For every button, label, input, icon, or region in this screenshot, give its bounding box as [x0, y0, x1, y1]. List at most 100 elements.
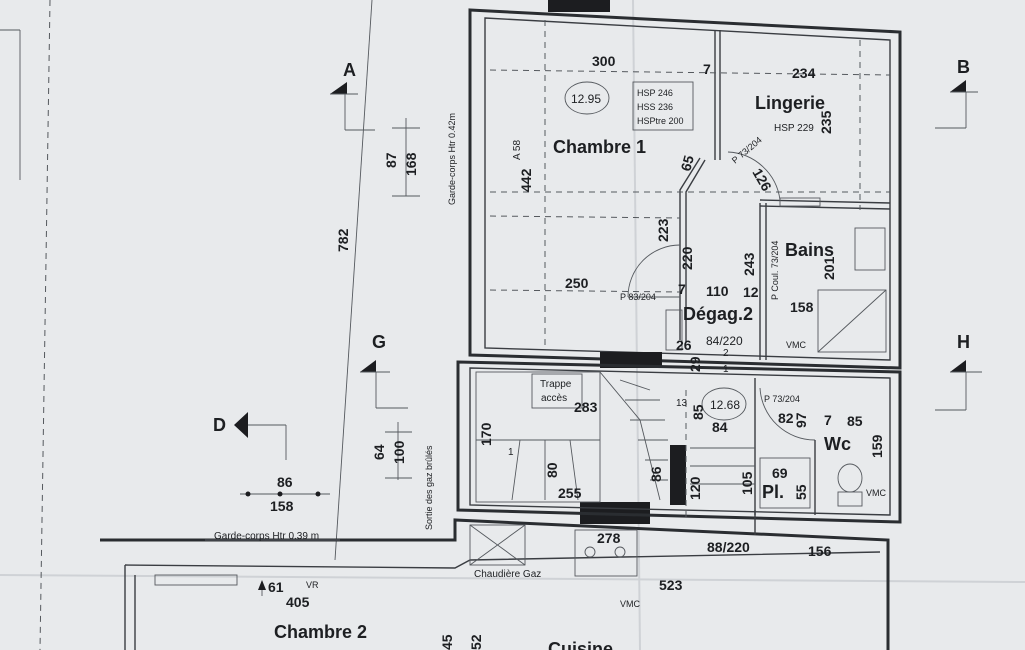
- room-label-placard: Pl.: [762, 482, 784, 502]
- dim-442: 442: [518, 168, 534, 192]
- stair-step-13: 13: [676, 398, 688, 409]
- staircase: [475, 371, 755, 520]
- paper-fold: [632, 0, 641, 650]
- dim-105: 105: [739, 471, 755, 495]
- room-label-chambre2: Chambre 2: [274, 622, 367, 642]
- room-label-chambre1: Chambre 1: [553, 137, 646, 157]
- section-marker-g: [360, 360, 408, 409]
- dim-84: 84: [712, 419, 728, 435]
- hss-236: HSS 236: [637, 102, 673, 112]
- dim-61: 61: [268, 579, 284, 595]
- dim-250: 250: [565, 275, 589, 291]
- dim-223: 223: [655, 218, 671, 242]
- dim-64: 64: [371, 444, 387, 460]
- dim-243: 243: [741, 252, 757, 276]
- area-degag2: 12.68: [710, 398, 740, 412]
- room-label-bains: Bains: [785, 240, 834, 260]
- dim-300: 300: [592, 53, 616, 69]
- garde-corps-note-1: Garde-corps Htr 0.42m: [447, 113, 457, 205]
- vmc-wc: VMC: [866, 488, 887, 498]
- chaudiere-note: Chaudière Gaz: [474, 569, 541, 580]
- hsp-246: HSP 246: [637, 88, 673, 98]
- dim-52: 52: [468, 634, 484, 650]
- door-swings: [627, 151, 816, 441]
- dim-100: 100: [391, 440, 407, 464]
- dim-168: 168: [403, 152, 419, 176]
- wall-block: [670, 445, 686, 505]
- dim-405: 405: [286, 594, 310, 610]
- door-88-220: 88/220: [707, 539, 750, 555]
- vmc-cuisine: VMC: [620, 599, 641, 609]
- dim-82: 82: [778, 410, 794, 426]
- dim-170: 170: [478, 422, 494, 446]
- dim-45: 45: [439, 634, 455, 650]
- area-chambre1: 12.95: [571, 92, 601, 106]
- room-label-lingerie: Lingerie: [755, 93, 825, 113]
- dim-69: 69: [772, 465, 788, 481]
- section-marker-a: [330, 82, 375, 131]
- dim-235: 235: [818, 110, 834, 134]
- hsptre-200: HSPtre 200: [637, 116, 684, 126]
- window-a58: A 58: [512, 140, 523, 160]
- step-2: 2: [723, 348, 729, 359]
- hsp-box: [632, 81, 694, 131]
- dim-97: 97: [793, 412, 809, 428]
- dim-158: 158: [790, 299, 814, 315]
- upper-block-walls: [468, 8, 902, 370]
- dim-26: 26: [676, 337, 692, 353]
- dim-782: 782: [335, 228, 351, 252]
- section-marker-d: [234, 412, 287, 460]
- left-margin-lines: [0, 0, 373, 650]
- step-1: 1: [723, 364, 729, 375]
- dim-156: 156: [808, 543, 832, 559]
- dim-283: 283: [574, 399, 598, 415]
- dim-55: 55: [793, 484, 809, 500]
- section-label-h: H: [957, 332, 970, 352]
- trappe-label: Trappe: [540, 379, 572, 390]
- dim-159: 159: [869, 434, 885, 458]
- dim-86: 86: [277, 474, 293, 490]
- stair-step-1: 1: [508, 447, 514, 458]
- acces-label: accès: [541, 393, 567, 404]
- door-chambre1: P 83/204: [620, 292, 656, 302]
- door-bains: P Coul. 73/204: [770, 241, 780, 300]
- door-84-220: 84/220: [706, 334, 743, 348]
- section-marker-h: [935, 360, 982, 411]
- hsp-lines: [489, 20, 891, 350]
- dim-80: 80: [544, 462, 560, 478]
- dim-110: 110: [706, 283, 729, 299]
- dim-85b: 85: [847, 413, 863, 429]
- chimney-block: [548, 0, 610, 12]
- paper-fold: [0, 574, 1025, 583]
- area-bubble: [564, 81, 610, 115]
- dim-85: 85: [690, 404, 706, 420]
- dim-120: 120: [687, 476, 703, 500]
- section-label-d: D: [213, 415, 226, 435]
- trappe-box: [531, 373, 583, 409]
- section-label-b: B: [957, 57, 970, 77]
- room-label-degag2: Dégag.2: [683, 304, 753, 324]
- section-label-g: G: [372, 332, 386, 352]
- dim-278: 278: [597, 530, 621, 546]
- middle-block-walls: [456, 360, 902, 524]
- room-label-cuisine: Cuisine: [548, 639, 613, 650]
- door-wc: P 73/204: [764, 394, 800, 404]
- dim-87: 87: [383, 152, 399, 168]
- dim-220: 220: [679, 246, 695, 270]
- vmc-bains: VMC: [786, 340, 807, 350]
- vr-label: VR: [306, 580, 319, 590]
- wall-block: [600, 352, 662, 368]
- dim-7: 7: [703, 61, 711, 77]
- dim-12: 12: [743, 284, 759, 300]
- dim-255: 255: [558, 485, 582, 501]
- garde-corps-note-2: Garde-corps Htr 0.39 m: [214, 531, 319, 542]
- section-marker-b: [935, 80, 978, 129]
- dim-234: 234: [792, 65, 816, 81]
- room-label-wc: Wc: [824, 434, 851, 454]
- dim-7c: 7: [824, 412, 832, 428]
- dim-201: 201: [821, 256, 837, 280]
- dim-158b: 158: [270, 498, 294, 514]
